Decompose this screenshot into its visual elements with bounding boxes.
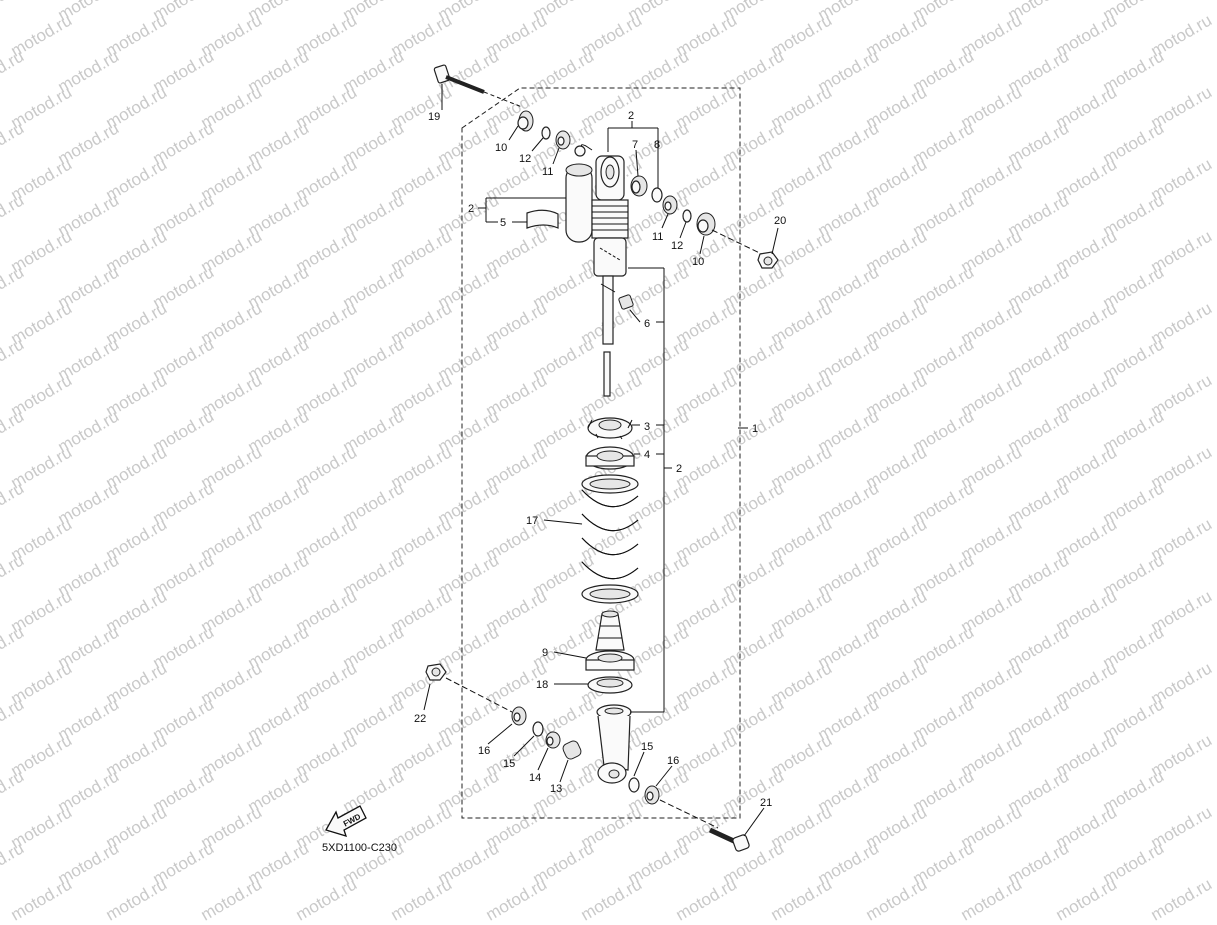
- seal-16-left[interactable]: [511, 706, 527, 726]
- callout-21: 21: [760, 797, 772, 809]
- callout-14: 14: [529, 772, 541, 784]
- spring-seat-9[interactable]: [585, 650, 635, 671]
- leader-lines: [423, 84, 779, 837]
- seal-16-right[interactable]: [644, 785, 660, 805]
- callout-10-upper: 10: [495, 142, 507, 154]
- callout-15-left: 15: [503, 758, 515, 770]
- callout-4: 4: [644, 449, 650, 461]
- bolt-6[interactable]: [618, 294, 634, 310]
- callout-8: 8: [654, 139, 660, 151]
- bushing-13[interactable]: [561, 739, 582, 760]
- fwd-arrow-icon: FWD: [325, 805, 367, 837]
- spring-17[interactable]: [581, 474, 639, 604]
- callout-11-upper: 11: [542, 166, 553, 178]
- lower-eye[interactable]: [596, 704, 632, 784]
- callout-16-left: 16: [478, 745, 490, 757]
- callout-18: 18: [536, 679, 548, 691]
- callout-7: 7: [632, 139, 638, 151]
- shock-body[interactable]: [591, 155, 629, 277]
- callout-10-right: 10: [692, 256, 704, 268]
- callout-11-right: 11: [652, 231, 663, 243]
- callout-12-right: 12: [671, 240, 683, 252]
- diagram-code: 5XD1100-C230: [322, 842, 398, 854]
- callout-16-right: 16: [667, 755, 679, 767]
- callout-2-right: 2: [676, 463, 682, 475]
- callout-9: 9: [542, 647, 548, 659]
- callout-1: 1: [752, 423, 758, 435]
- bump-stop[interactable]: [595, 610, 625, 651]
- collar-10-upper[interactable]: [517, 110, 534, 132]
- bushing-11-upper[interactable]: [555, 130, 571, 150]
- oring-15-right[interactable]: [628, 777, 640, 793]
- oring-8[interactable]: [651, 187, 663, 203]
- callout-12-upper: 12: [519, 153, 531, 165]
- callout-2-left: 2: [468, 203, 474, 215]
- lock-ring-3[interactable]: [587, 417, 633, 440]
- bolt-19[interactable]: [433, 64, 523, 108]
- collar-10-right[interactable]: [696, 212, 716, 236]
- callout-20: 20: [774, 215, 786, 227]
- nut-22[interactable]: [425, 663, 447, 681]
- callout-15-right: 15: [641, 741, 653, 753]
- nut-20[interactable]: [757, 251, 779, 269]
- callout-13: 13: [550, 783, 562, 795]
- label-plate-5[interactable]: [526, 209, 559, 229]
- callout-2-top: 2: [628, 110, 634, 122]
- oring-15-left[interactable]: [532, 721, 544, 737]
- callout-5: 5: [500, 217, 506, 229]
- callout-3: 3: [644, 421, 650, 433]
- bolt-21[interactable]: [708, 827, 750, 852]
- callout-22: 22: [414, 713, 426, 725]
- spring-guide-18[interactable]: [587, 676, 633, 694]
- oring-12-right[interactable]: [682, 209, 692, 223]
- callout-17: 17: [526, 515, 538, 527]
- assembly-boundary: [461, 87, 741, 819]
- bushing-11-right[interactable]: [662, 195, 678, 215]
- callouts: 19 10 12 11 2 5 2 7 8 11 12 10 20 6 3 4 …: [414, 110, 786, 809]
- collar-7[interactable]: [630, 175, 648, 197]
- callout-6: 6: [644, 318, 650, 330]
- callout-19: 19: [428, 111, 440, 123]
- collar-14[interactable]: [545, 731, 561, 749]
- oring-12-upper[interactable]: [541, 126, 551, 140]
- adjusting-ring-4[interactable]: [585, 446, 635, 470]
- piston-rod[interactable]: [600, 275, 616, 397]
